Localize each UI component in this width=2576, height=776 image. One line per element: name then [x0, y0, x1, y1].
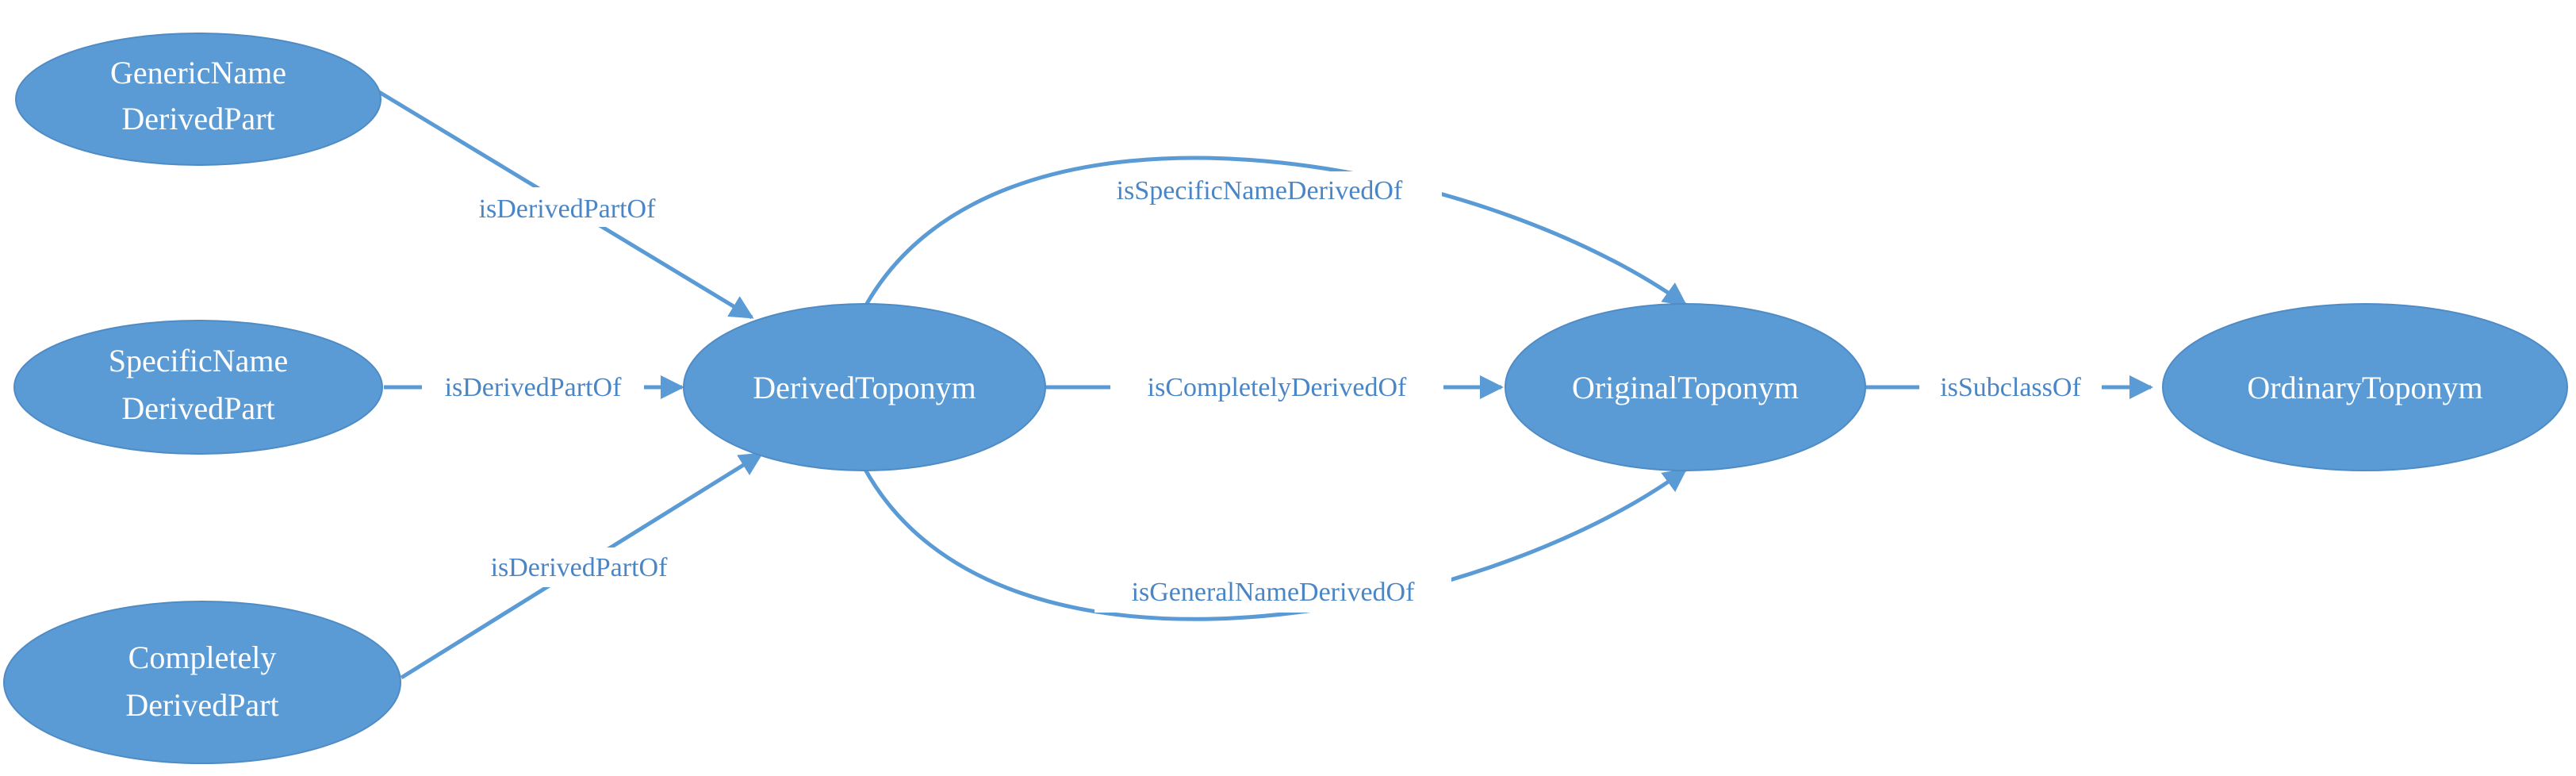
node-label-line-1: SpecificName — [109, 343, 289, 378]
edge-labels: isDerivedPartOf isDerivedPartOf isDerive… — [422, 171, 2102, 613]
label-background — [1919, 367, 2102, 406]
edge-label-text: isDerivedPartOf — [491, 553, 669, 582]
label-background — [452, 187, 682, 227]
node-completely-derived-part[interactable]: Completely DerivedPart — [3, 601, 401, 764]
node-label-line-2: DerivedPart — [121, 390, 274, 426]
node-ordinary-toponym[interactable]: OrdinaryToponym — [2162, 303, 2568, 471]
node-ellipse — [15, 33, 381, 166]
edge-label-text: isDerivedPartOf — [445, 373, 623, 402]
node-label-line-2: DerivedPart — [121, 101, 274, 136]
node-label: DerivedToponym — [753, 370, 976, 405]
edge-label-derived-to-original-specific: isSpecificNameDerivedOf — [1077, 171, 1442, 211]
edge-label-text: isDerivedPartOf — [479, 194, 657, 224]
node-ellipse — [13, 320, 383, 455]
edge-label-text: isSubclassOf — [1940, 373, 2081, 402]
edge-label-text: isCompletelyDerivedOf — [1148, 373, 1407, 402]
node-label-line-1: Completely — [128, 640, 277, 675]
label-background — [422, 367, 644, 406]
node-ellipse — [3, 601, 401, 764]
node-original-toponym[interactable]: OriginalToponym — [1505, 303, 1866, 471]
node-ellipse — [1505, 303, 1866, 471]
label-background — [1094, 573, 1451, 613]
edge-label-original-to-ordinary: isSubclassOf — [1919, 367, 2102, 406]
edge-label-completely-to-derived: isDerivedPartOf — [464, 547, 694, 587]
label-background — [464, 547, 694, 587]
edge-label-specific-to-derived: isDerivedPartOf — [422, 367, 644, 406]
node-derived-toponym[interactable]: DerivedToponym — [683, 303, 1046, 471]
node-label: OriginalToponym — [1572, 370, 1799, 405]
edge-derived-to-original-general — [862, 467, 1688, 621]
node-label-line-1: GenericName — [110, 55, 286, 90]
edge-label-text: isSpecificNameDerivedOf — [1117, 176, 1403, 206]
nodes: GenericName DerivedPart SpecificName Der… — [3, 33, 2568, 764]
edge-label-generic-to-derived: isDerivedPartOf — [452, 187, 682, 227]
node-label: OrdinaryToponym — [2247, 370, 2482, 405]
label-background — [1110, 367, 1443, 406]
node-ellipse — [2162, 303, 2568, 471]
node-ellipse — [683, 303, 1046, 471]
node-label-line-2: DerivedPart — [125, 687, 278, 723]
edge-label-text: isGeneralNameDerivedOf — [1132, 578, 1416, 607]
edge-label-derived-to-original-general: isGeneralNameDerivedOf — [1094, 573, 1451, 613]
node-specific-name-derived-part[interactable]: SpecificName DerivedPart — [13, 320, 383, 455]
node-generic-name-derived-part[interactable]: GenericName DerivedPart — [15, 33, 381, 166]
edge-label-derived-to-original-completely: isCompletelyDerivedOf — [1110, 367, 1443, 406]
edge-derived-to-original-specific — [862, 156, 1688, 309]
label-background — [1077, 171, 1442, 211]
